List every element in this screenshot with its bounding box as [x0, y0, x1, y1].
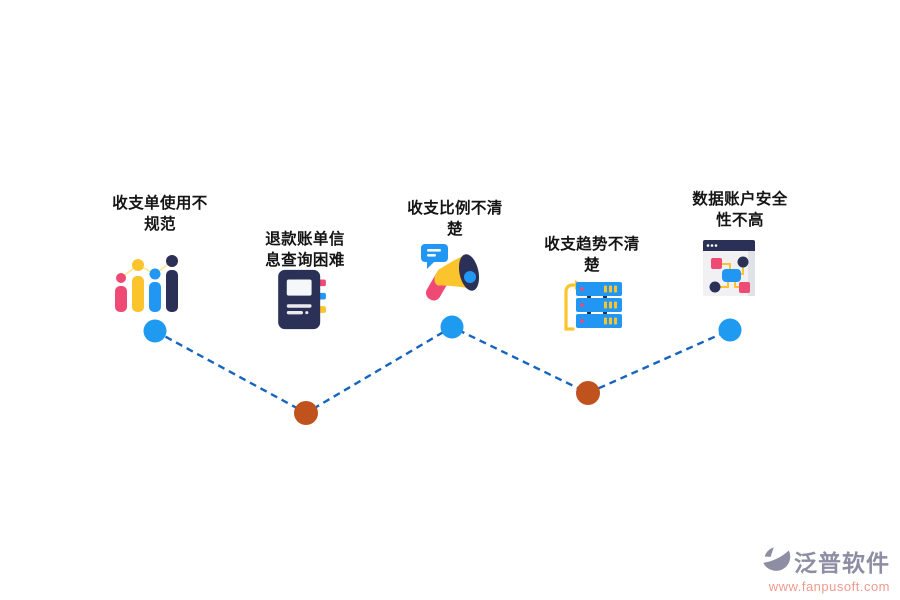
zigzag-dashed-line — [154, 325, 731, 415]
item-label-3: 收支比例不清 楚 — [407, 200, 503, 238]
item-label-1: 收支单使用不 规范 — [112, 195, 208, 233]
timeline-node-dot — [576, 381, 600, 405]
timeline-node-dot — [440, 315, 464, 339]
fanpu-logo-icon — [763, 547, 791, 571]
browser-flowchart-icon — [703, 240, 755, 296]
item-label-4: 收支趋势不清 楚 — [544, 236, 640, 274]
megaphone-icon — [421, 244, 480, 301]
timeline-node-dot — [294, 401, 318, 425]
brand-name: 泛普软件 — [794, 550, 890, 576]
item-label-5: 数据账户安全 性不高 — [692, 191, 788, 229]
server-stack-icon — [564, 280, 622, 331]
item-label-2: 退款账单信 息查询困难 — [265, 231, 345, 269]
brand-watermark: 泛普软件 www.fanpusoft.com — [761, 544, 890, 594]
timeline-node-dot — [143, 319, 167, 343]
brand-url: www.fanpusoft.com — [768, 579, 890, 594]
notebook-icon — [278, 269, 326, 330]
timeline-node-dot — [718, 318, 742, 342]
bar-chart-icon — [115, 255, 178, 312]
